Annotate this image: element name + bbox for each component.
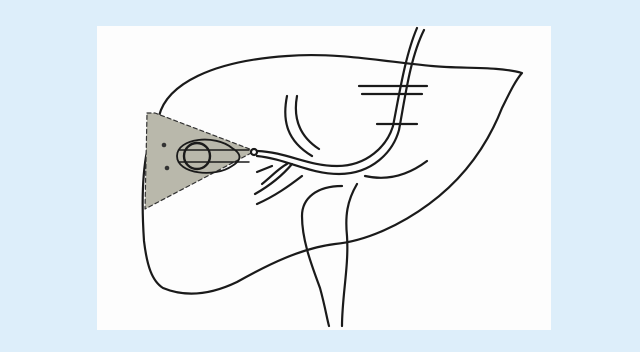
liver-diagram-panel (97, 26, 551, 330)
branch-right-upper (359, 86, 427, 124)
branch-upper-left (285, 96, 319, 156)
liver-diagram (97, 26, 551, 330)
segment-dot-1 (162, 143, 167, 148)
catheter-tip (251, 149, 257, 155)
portal-vein-left-wall (302, 186, 342, 326)
portal-vein-right-wall (342, 184, 357, 326)
segment-dot-2 (165, 166, 170, 171)
tumor-circle (184, 143, 210, 169)
catheter-line-inner (257, 30, 424, 174)
